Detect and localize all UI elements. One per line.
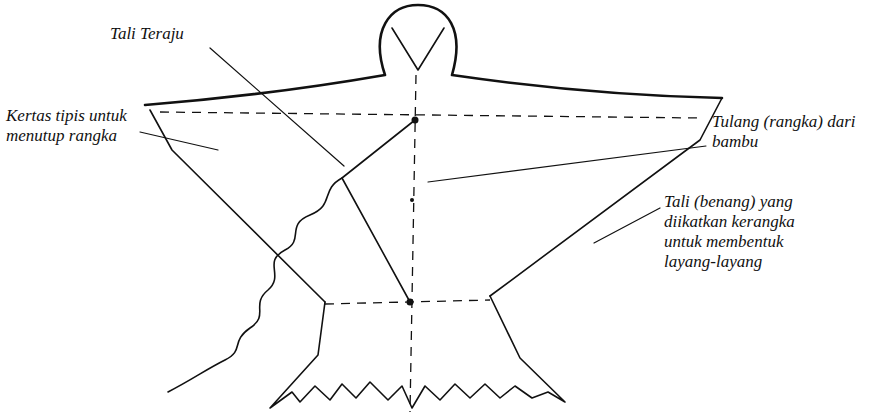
part-label: Tali Teraju <box>110 24 230 44</box>
part-label: Kertas tipis untuk menutup rangka <box>6 106 140 146</box>
part-label: Tulang (rangka) dari bambu <box>712 112 882 152</box>
part-label: Tali (benang) yang diikatkan kerangka un… <box>664 192 834 272</box>
